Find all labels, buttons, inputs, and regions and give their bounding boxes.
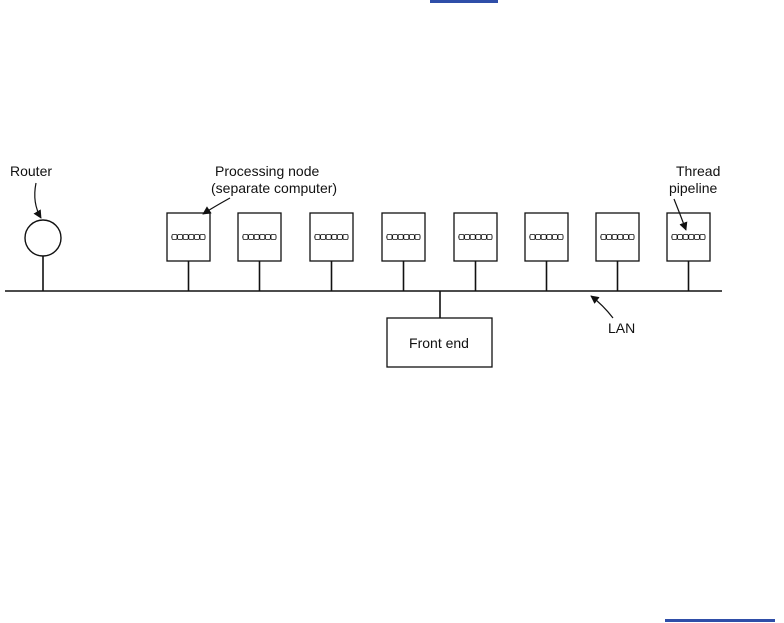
- processing-node-arrow: [203, 198, 230, 214]
- processing-node: [454, 213, 497, 291]
- processing-node: [382, 213, 425, 291]
- processing-node: [167, 213, 210, 291]
- thread-pipeline-icon: [600, 235, 635, 240]
- router-icon: [25, 220, 61, 256]
- thread-pipeline-icon: [458, 235, 493, 240]
- thread-pipeline-icon: [529, 235, 564, 240]
- lan-label: LAN: [608, 320, 635, 336]
- thread-pipeline-icon: [671, 235, 706, 240]
- router-label: Router: [10, 163, 52, 179]
- thread-pipeline-icon: [171, 235, 206, 240]
- processing-node: [238, 213, 281, 291]
- lan-arrow: [591, 296, 613, 318]
- processing-node: [667, 213, 710, 291]
- processing-node: [525, 213, 568, 291]
- thread-pipeline-icon: [242, 235, 277, 240]
- front-end-label: Front end: [409, 335, 469, 351]
- processing-node-label: Processing node: [215, 163, 320, 179]
- processing-node-sublabel: (separate computer): [211, 180, 337, 196]
- thread-pipeline-icon: [386, 235, 421, 240]
- router-arrow: [35, 183, 41, 218]
- processing-node: [596, 213, 639, 291]
- processing-nodes: [167, 213, 710, 291]
- thread-pipeline-sublabel: pipeline: [669, 180, 717, 196]
- thread-pipeline-label: Thread: [676, 163, 720, 179]
- processing-node: [310, 213, 353, 291]
- thread-pipeline-icon: [314, 235, 349, 240]
